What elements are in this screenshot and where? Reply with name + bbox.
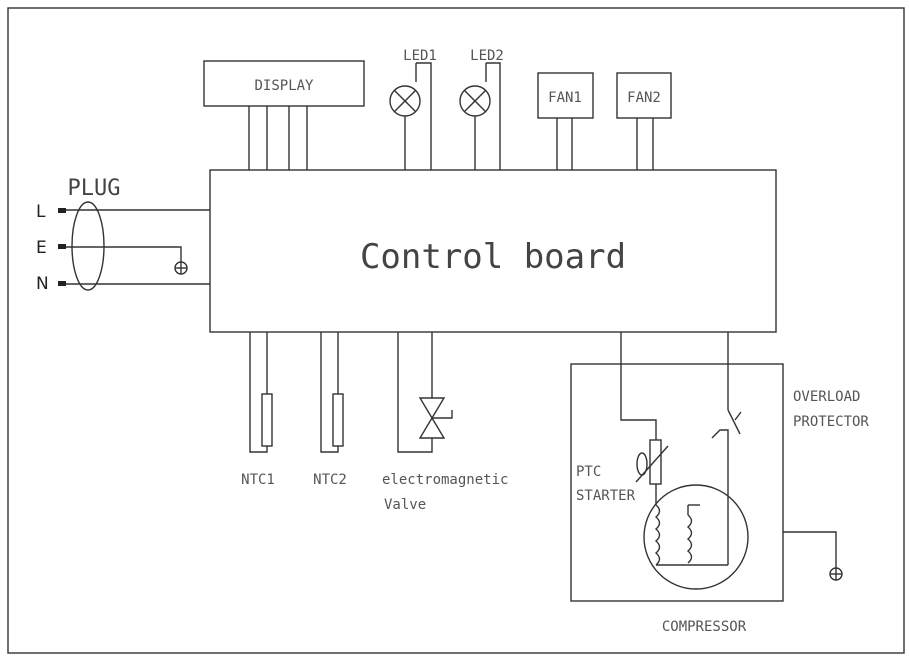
pin-e-label: E <box>36 238 47 258</box>
ptc-starter <box>649 439 662 485</box>
pin-l-label: L <box>36 202 46 222</box>
lamp-icon <box>459 85 491 117</box>
compressor-label: COMPRESSOR <box>662 619 747 635</box>
outer-frame <box>7 7 905 654</box>
valve-icon <box>418 397 453 439</box>
compressor-enclosure <box>570 363 784 602</box>
compressor-motor <box>643 484 749 590</box>
ntc1-label: NTC1 <box>241 472 275 488</box>
ground-icon <box>174 261 188 275</box>
fan2-label: FAN2 <box>627 90 661 106</box>
control-board <box>209 169 777 333</box>
fan2-box <box>616 72 672 119</box>
ntc2-label: NTC2 <box>313 472 347 488</box>
display-label: DISPLAY <box>254 78 314 94</box>
switch-icon <box>711 409 742 445</box>
pin-n-label: N <box>36 274 49 294</box>
valve-label-1: electromagnetic <box>382 472 508 488</box>
overload-label-1: OVERLOAD <box>793 389 860 405</box>
fan1-label: FAN1 <box>548 90 582 106</box>
plug-sheath <box>71 201 105 291</box>
lamp-icon <box>389 85 421 117</box>
led1-label: LED1 <box>403 48 437 64</box>
ptc-label-2: STARTER <box>576 488 636 504</box>
display-box <box>203 60 365 107</box>
led2-label: LED2 <box>470 48 504 64</box>
ntc2-sensor <box>332 393 344 447</box>
thermistor-icon <box>635 445 669 483</box>
display-wires <box>248 106 308 170</box>
ntc1-sensor <box>261 393 273 447</box>
valve-label-2: Valve <box>384 497 426 513</box>
plug-label: PLUG <box>68 176 121 201</box>
ptc-label-1: PTC <box>576 464 601 480</box>
fan1-box <box>537 72 594 119</box>
control-board-label: Control board <box>360 237 626 277</box>
overload-label-2: PROTECTOR <box>793 414 869 430</box>
ground-icon <box>829 567 843 581</box>
